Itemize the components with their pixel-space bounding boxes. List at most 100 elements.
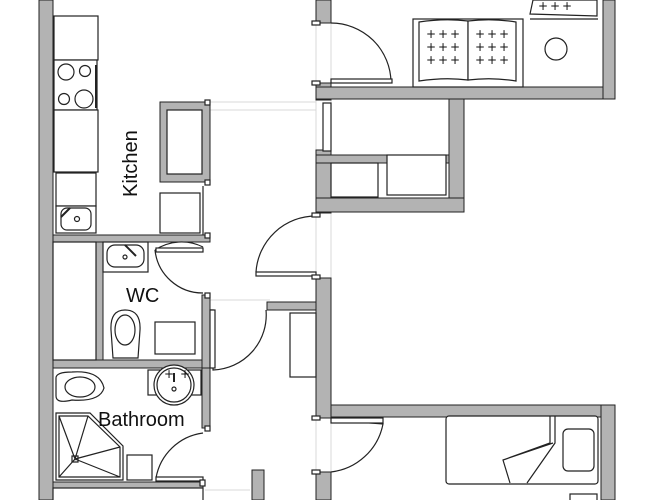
- partition-void: [166, 109, 203, 175]
- svg-text:+: +: [426, 40, 436, 54]
- svg-text:+: +: [450, 27, 460, 41]
- door-swing: [210, 309, 267, 371]
- wall-bath-right-upper: [201, 367, 211, 429]
- wall-hall-stub: [266, 301, 317, 311]
- wall-closet-right: [448, 98, 465, 213]
- svg-text:+: +: [450, 40, 460, 54]
- door-leaf: [209, 309, 216, 369]
- svg-text:+: +: [550, 0, 560, 13]
- wall-central-top: [315, 0, 332, 24]
- svg-text:+: +: [499, 27, 509, 41]
- door-leaf: [330, 417, 384, 424]
- svg-text:+: +: [450, 53, 460, 67]
- bathroom-fixtures: + +: [55, 364, 202, 481]
- wall-central-bottom: [315, 471, 332, 500]
- door-leaf: [155, 247, 204, 253]
- svg-text:+: +: [499, 40, 509, 54]
- walls: [38, 0, 616, 500]
- burner-icon: [57, 92, 71, 106]
- lamp-icon: [544, 37, 568, 61]
- wall-wc-left: [95, 241, 104, 361]
- svg-text:+: +: [438, 40, 448, 54]
- door-swing: [330, 419, 384, 473]
- burner-icon: [78, 64, 92, 78]
- jamb-marks: [199, 20, 321, 487]
- wall-closet-divider: [315, 154, 450, 164]
- closet-fixtures: [322, 102, 447, 198]
- wall-central-lower: [315, 277, 332, 419]
- hall-lower-room: [52, 487, 204, 500]
- room-label-kitchen: Kitchen: [120, 130, 142, 197]
- closet-shelf: [330, 162, 379, 198]
- kitchen-cabinet-top: [53, 15, 99, 61]
- hall-doors: [154, 215, 384, 482]
- bedroom-bottom-fixtures: [445, 415, 599, 500]
- svg-text:+: +: [180, 367, 190, 381]
- closet-opening: [322, 102, 332, 152]
- toilet-icon: [110, 309, 141, 359]
- pillow-icon: [562, 428, 595, 472]
- bed-frame: [412, 18, 524, 88]
- svg-text:+: +: [438, 53, 448, 67]
- hall-cabinet: [289, 312, 317, 378]
- bidet-bowl-icon: [64, 376, 96, 398]
- wc-fixtures: [102, 241, 196, 359]
- svg-text:+: +: [487, 27, 497, 41]
- nightstand: [569, 493, 598, 500]
- storage-closet: [52, 241, 97, 361]
- bidet-icon: [55, 371, 105, 402]
- burner-icon: [57, 63, 75, 81]
- wall-kitchen-bottom: [52, 234, 211, 243]
- wc-sink-drain-icon: [122, 254, 128, 260]
- bed-small: [529, 0, 598, 17]
- fridge: [159, 192, 201, 234]
- svg-text:+: +: [499, 53, 509, 67]
- svg-text:+: +: [438, 27, 448, 41]
- svg-text:+: +: [426, 53, 436, 67]
- toilet-seat-icon: [114, 314, 136, 346]
- bed-frame: [445, 415, 599, 485]
- door-leaf: [155, 476, 204, 482]
- shower-drain-lines: [58, 415, 121, 478]
- burner-icon: [74, 89, 94, 109]
- svg-text:+: +: [475, 53, 485, 67]
- svg-text:+: +: [487, 40, 497, 54]
- wall-bath-bottom: [52, 481, 204, 489]
- sink-drain-icon: [73, 215, 81, 223]
- kitchen-counter: [53, 109, 99, 173]
- svg-text:+: +: [426, 27, 436, 41]
- bed-mattress: [467, 19, 517, 82]
- svg-text:+: +: [487, 53, 497, 67]
- svg-text:+: +: [475, 27, 485, 41]
- wall-closet-bottom: [315, 197, 465, 213]
- kitchen-cabinet-lower: [55, 172, 97, 207]
- wall-bedroom2-top: [330, 404, 616, 418]
- room-label-wc: WC: [126, 285, 159, 307]
- svg-text:+: +: [538, 0, 548, 13]
- door-leaf: [255, 271, 317, 277]
- closet-shelf: [386, 154, 447, 196]
- bath-sink-drain-icon: [171, 386, 177, 392]
- kitchen-fixtures: [53, 15, 204, 235]
- wall-bedroom1-bottom: [315, 86, 615, 100]
- door-swing: [255, 215, 317, 273]
- bedroom-top-fixtures: +++ +++ +++ +++ +++ +++ +++: [330, 0, 598, 88]
- bath-sink-basin-icon: [153, 364, 195, 406]
- bath-cabinet: [126, 454, 153, 481]
- door-swing: [330, 22, 392, 83]
- door-swing: [155, 432, 204, 479]
- wall-bedroom1-right: [602, 0, 616, 100]
- door-leaf: [330, 78, 393, 84]
- threshold-guides: [205, 0, 332, 500]
- wc-cabinet: [154, 321, 196, 355]
- sink-basin-icon: [60, 207, 92, 231]
- wall-bottom-stub: [251, 469, 265, 500]
- svg-text:+: +: [475, 40, 485, 54]
- shower-tray: [55, 412, 124, 481]
- room-label-bathroom: Bathroom: [98, 409, 185, 431]
- svg-text:+: +: [562, 0, 572, 13]
- wall-bedroom2-right: [600, 404, 616, 500]
- svg-text:+: +: [164, 367, 174, 381]
- wall-left-exterior: [38, 0, 54, 500]
